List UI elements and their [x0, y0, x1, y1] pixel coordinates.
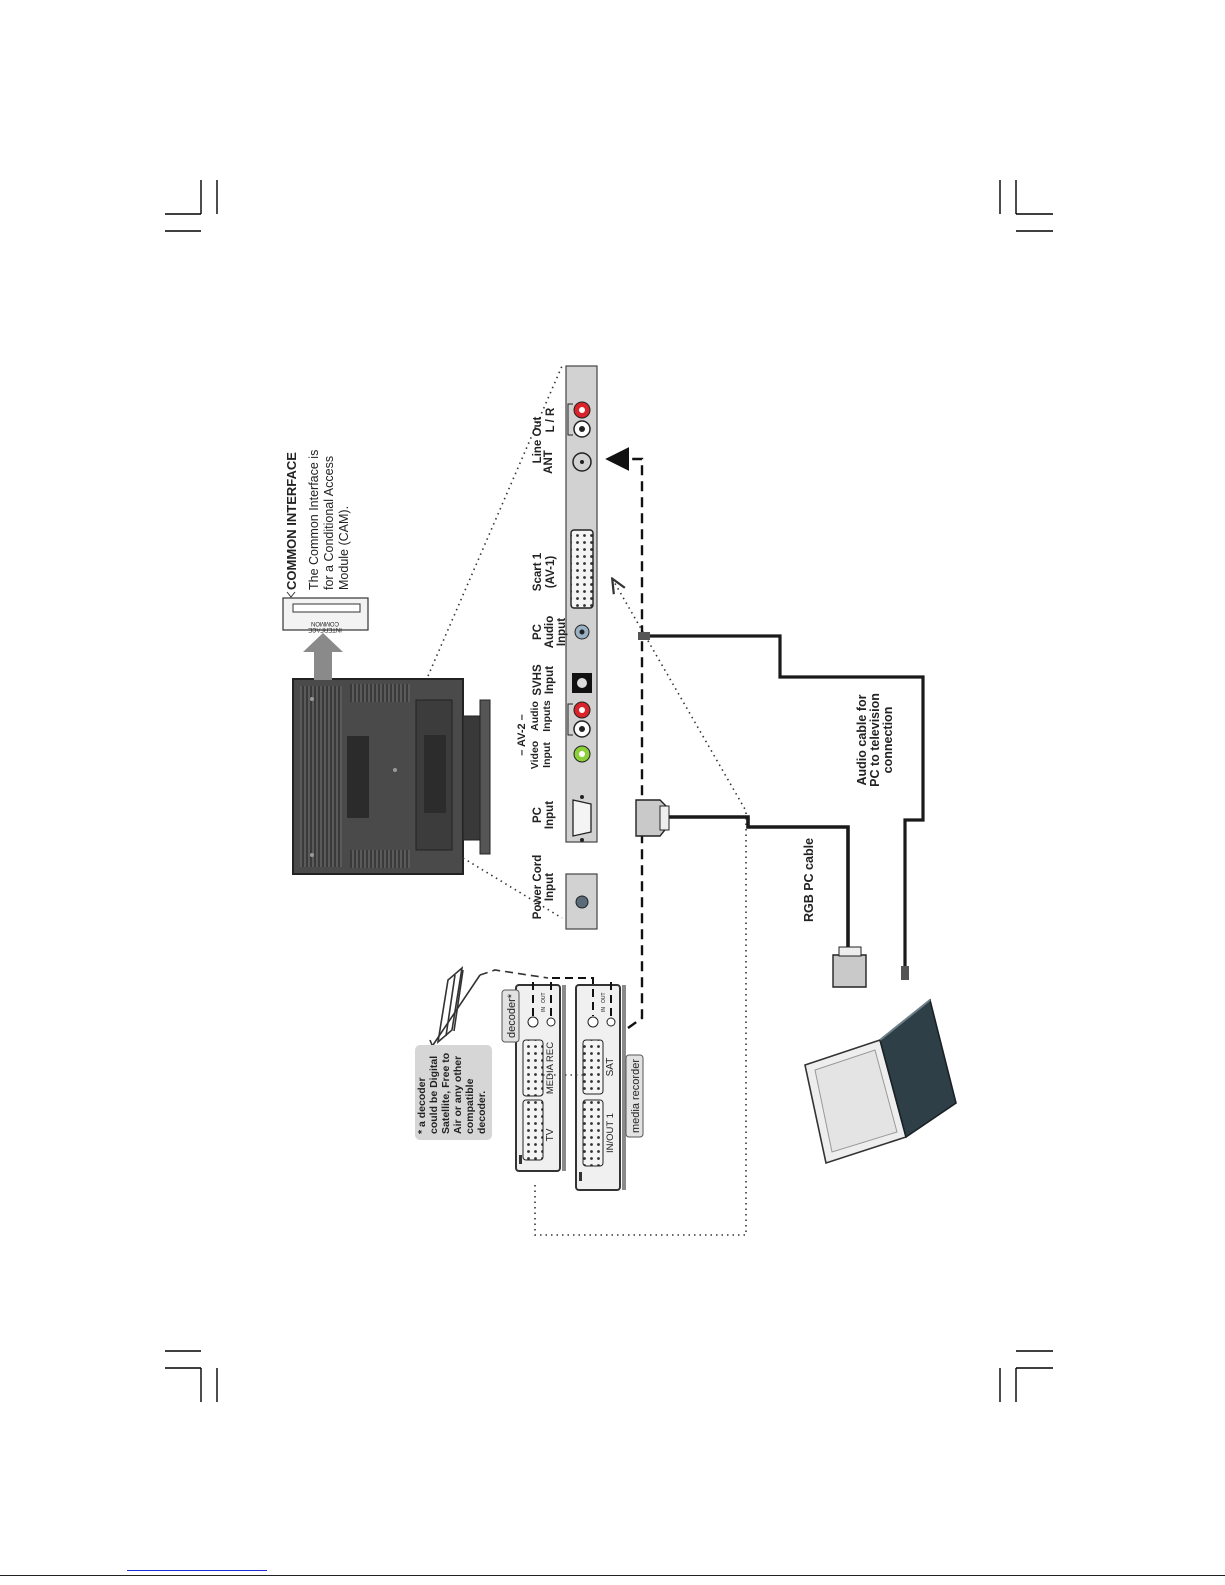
svg-text:media recorder: media recorder: [630, 1059, 642, 1133]
label-pc-2: Input: [544, 801, 556, 829]
power-socket: [575, 895, 589, 909]
label-pc-audio-2: Audio: [544, 616, 556, 649]
decoder-rf-out: OUT: [541, 992, 547, 1003]
decoder-tag: decoder*: [501, 989, 520, 1043]
label-pc-audio-1: PC: [532, 624, 544, 640]
decoder-media-rec-label: MEDIA REC: [545, 1042, 556, 1094]
cable-labels: Audio cable for PC to television connect…: [802, 693, 895, 922]
svg-text:decoder*: decoder*: [506, 993, 518, 1038]
label-scart1: Scart 1: [532, 552, 544, 591]
label-video-2: Input: [541, 742, 553, 768]
recorder-rf-out: OUT: [601, 992, 607, 1003]
label-svhs-1: SVHS: [532, 664, 544, 696]
scart-cable-dotted: [534, 580, 747, 1236]
label-power-1: Power Cord: [532, 855, 544, 920]
connector-panel: [565, 365, 598, 930]
crop-marks: [165, 180, 1053, 1402]
decoder-note-line-4: Air or any other: [452, 1056, 464, 1134]
label-line-out: Line Out: [532, 417, 544, 464]
footer-link-underline[interactable]: [127, 1570, 267, 1571]
decoder-note-line-5: compatible: [464, 1078, 476, 1134]
ant-cable-dashed: [605, 447, 644, 1029]
label-scart1-sub: (AV-1): [545, 556, 557, 589]
decoder-rf-in: IN: [541, 1007, 547, 1012]
panel-labels: Line Out L / R ANT Scart 1 (AV-1) PC Aud…: [516, 407, 568, 919]
tv-rear-view: [292, 678, 491, 875]
label-video-1: Video: [529, 741, 541, 769]
cam-card: COMMON INTERFACE: [282, 591, 369, 632]
pc-vga-socket: [572, 799, 592, 837]
decoder-note-line-2: could be Digital: [428, 1056, 440, 1134]
rgb-cable: [635, 799, 867, 988]
decoder-note-line-6: decoder.: [476, 1091, 488, 1134]
rgb-cable-label: RGB PC cable: [802, 838, 816, 922]
media-recorder-tag: media recorder: [625, 1054, 644, 1138]
audio-cable-label-1: Audio cable for: [855, 694, 869, 785]
decoder-note-line-1: * a decoder: [416, 1077, 428, 1134]
decoder-tv-label: TV: [545, 1128, 556, 1141]
recorder-sat-label: SAT: [605, 1058, 616, 1077]
label-svhs-2: Input: [544, 666, 556, 694]
zoom-lines: [427, 365, 563, 919]
vga-plug-bottom: [832, 954, 867, 988]
ci-arrow: [303, 633, 343, 680]
scart1-socket: [570, 529, 594, 609]
label-av2: – AV-2 –: [516, 714, 528, 756]
label-pc-audio-3: Input: [556, 618, 568, 646]
label-audio-2: Inputs: [541, 700, 553, 732]
label-ant: ANT: [543, 450, 555, 474]
common-interface-line-1: The Common Interface is: [307, 450, 321, 590]
cam-card-label-2: INTERFACE: [308, 626, 342, 632]
audio-cable-label-3: connection: [881, 707, 895, 774]
label-line-out-lr: L / R: [545, 407, 557, 432]
device-rf-links: [532, 977, 612, 1016]
label-pc-1: PC: [532, 807, 544, 823]
decoder-note-line-3: Satellite, Free to: [440, 1053, 452, 1134]
decoder-device: TV MEDIA REC IN OUT: [515, 984, 566, 1172]
audio-cable: [638, 632, 925, 980]
recorder-inout-label: IN/OUT 1: [605, 1113, 616, 1153]
cam-card-label-1: COMMON: [311, 620, 339, 626]
recorder-rf-in: IN: [601, 1007, 607, 1012]
common-interface-line-2: for a Conditional Access: [322, 456, 336, 590]
footer-rule: [0, 1575, 1225, 1576]
common-interface-title: COMMON INTERFACE: [284, 452, 299, 590]
audio-cable-label-2: PC to television: [868, 693, 882, 787]
label-power-2: Input: [544, 873, 556, 901]
media-recorder-device: IN/OUT 1 SAT IN OUT: [575, 984, 626, 1191]
common-interface-line-3: Module (CAM).: [337, 506, 351, 590]
label-audio-1: Audio: [529, 701, 541, 731]
common-interface-text: COMMON INTERFACE The Common Interface is…: [284, 450, 351, 590]
decoder-note: * a decoder could be Digital Satellite, …: [415, 1045, 492, 1140]
antenna-icon: [429, 965, 549, 1051]
laptop-icon: [804, 998, 957, 1165]
